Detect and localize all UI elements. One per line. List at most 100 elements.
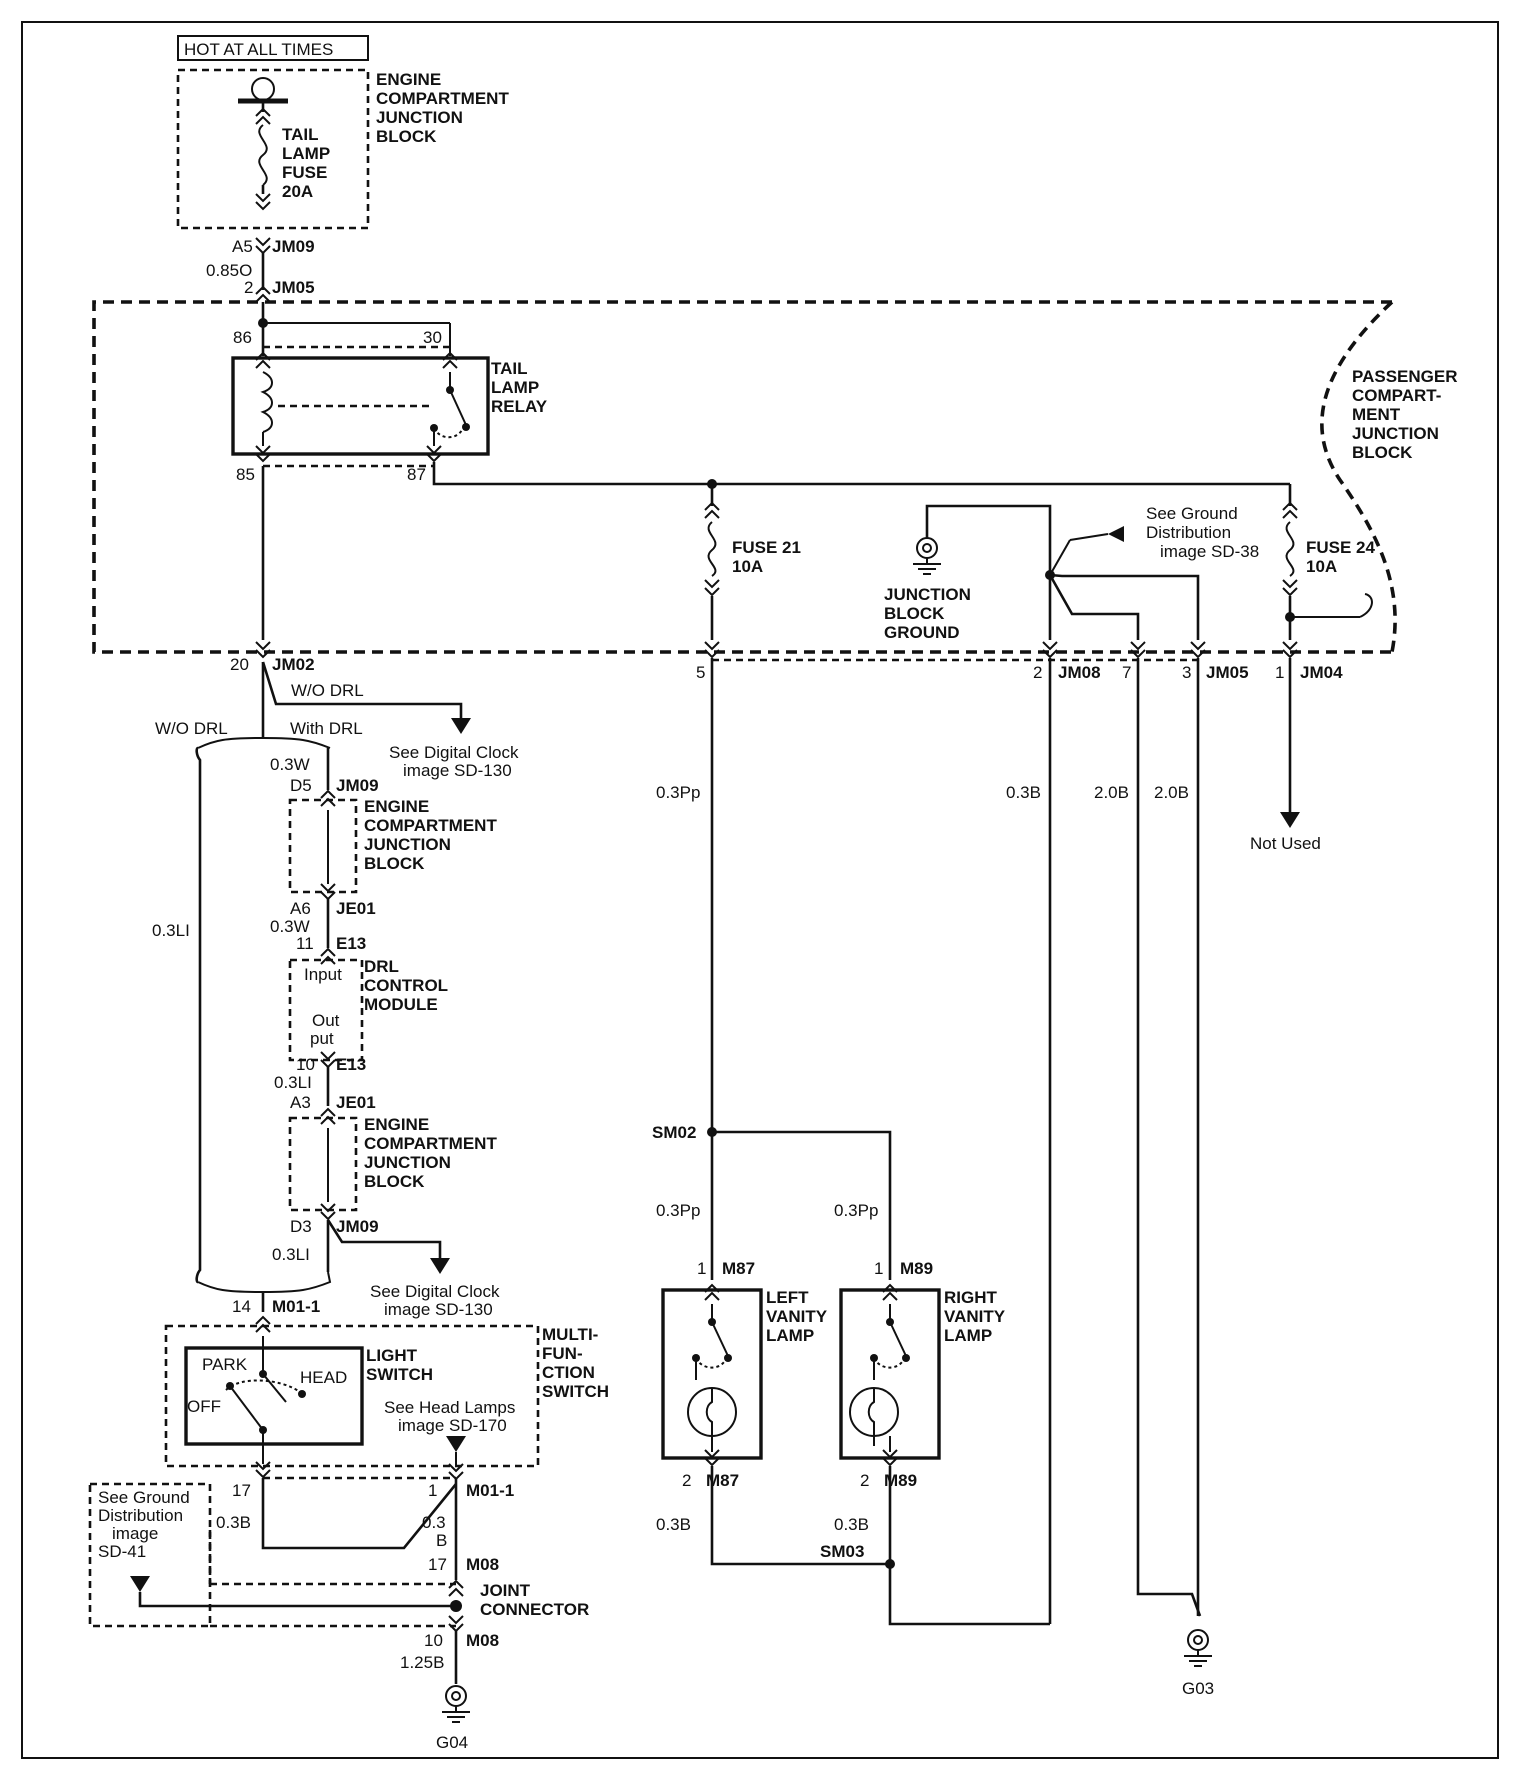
svg-text:image: image: [112, 1524, 158, 1543]
passenger-compartment-jb-boundary: [92, 300, 1397, 654]
wire-jb-ground: [925, 504, 1052, 640]
fuse-21-icon: [707, 521, 717, 577]
svg-text:FUSE 21: FUSE 21: [732, 538, 801, 557]
svg-text:See Digital Clock: See Digital Clock: [370, 1282, 500, 1301]
light-switch-label: LIGHT SWITCH: [366, 1346, 433, 1384]
connector-je01-a3: JE01: [336, 1093, 376, 1112]
svg-text:JOINT: JOINT: [480, 1581, 531, 1600]
fuse-21-label: FUSE 21 10A: [732, 538, 801, 576]
svg-text:JUNCTION: JUNCTION: [884, 585, 971, 604]
wire-03li-2: 0.3LI: [272, 1245, 310, 1264]
see-clock-note-1: See Digital Clock image SD-130: [389, 743, 519, 780]
pin-a6: A6: [290, 899, 311, 918]
engine-compartment-jb-top: [176, 68, 370, 230]
connector-e13-11: E13: [336, 934, 366, 953]
wire-03b-left-lamp: [710, 1466, 890, 1566]
switch-park-label: PARK: [202, 1355, 248, 1374]
connector-jm05-top: JM05: [272, 278, 315, 297]
pin-1-m87: 1: [697, 1259, 706, 1278]
pin-1-jm04: 1: [1275, 663, 1284, 682]
pin-17-sw: 17: [232, 1481, 251, 1500]
pin-86: 86: [233, 328, 252, 347]
connector-m87-2: M87: [706, 1471, 739, 1490]
ecjb-top-label: ENGINE COMPARTMENT JUNCTION BLOCK: [376, 70, 509, 146]
fuse-24-label: FUSE 24 10A: [1306, 538, 1376, 576]
svg-text:MENT: MENT: [1352, 405, 1401, 424]
wo-drl-branch-label: W/O DRL: [291, 681, 364, 700]
multi-function-switch-label: MULTI- FUN- CTION SWITCH: [542, 1325, 609, 1401]
drl-input-label: Input: [304, 965, 342, 984]
svg-text:COMPART-: COMPART-: [1352, 386, 1441, 405]
switch-contact-icon: [262, 1373, 287, 1403]
pin-30: 30: [423, 328, 442, 347]
svg-text:TAIL: TAIL: [491, 359, 528, 378]
switch-off-label: OFF: [187, 1397, 221, 1416]
svg-text:CONNECTOR: CONNECTOR: [480, 1600, 589, 1619]
connector-m011-top: M01-1: [272, 1297, 320, 1316]
wire-125b: 1.25B: [400, 1653, 444, 1672]
see-ground-41-box: [88, 1482, 212, 1628]
svg-text:FUSE 24: FUSE 24: [1306, 538, 1376, 557]
svg-text:VANITY: VANITY: [944, 1307, 1006, 1326]
svg-text:COMPARTMENT: COMPARTMENT: [376, 89, 509, 108]
ground-41-arrow-icon: [130, 1576, 150, 1592]
svg-text:image SD-170: image SD-170: [398, 1416, 507, 1435]
svg-text:10A: 10A: [1306, 557, 1337, 576]
wire-03pp-r: 0.3Pp: [834, 1201, 878, 1220]
not-used-arrow-icon: [1280, 812, 1300, 828]
connector-jm09-d3: JM09: [336, 1217, 379, 1236]
with-drl-label: With DRL: [290, 719, 363, 738]
wire-03li-1: 0.3LI: [274, 1073, 312, 1092]
g03-ground-icon: [1183, 1629, 1213, 1667]
fuse-24-icon: [1285, 521, 1295, 577]
drl-bracket-top: [197, 736, 331, 749]
svg-text:Distribution: Distribution: [98, 1506, 183, 1525]
wire-03li-left: 0.3LI: [152, 921, 190, 940]
pin-d5: D5: [290, 776, 312, 795]
svg-text:image SD-130: image SD-130: [384, 1300, 493, 1319]
tail-lamp-relay-label: TAIL LAMP RELAY: [491, 359, 548, 416]
svg-text:MODULE: MODULE: [364, 995, 438, 1014]
svg-text:LAMP: LAMP: [491, 378, 539, 397]
connector-m08-17: M08: [466, 1555, 499, 1574]
pin-14: 14: [232, 1297, 251, 1316]
ecjb-label-1: ENGINE COMPARTMENT JUNCTION BLOCK: [364, 797, 497, 873]
clock-arrow-1-icon: [451, 718, 471, 734]
relay-coil-icon: [260, 371, 273, 433]
tail-lamp-fuse-icon: [258, 124, 268, 186]
see-clock-note-2: See Digital Clock image SD-130: [370, 1282, 500, 1319]
see-ground-38-note: See Ground Distribution image SD-38: [1146, 504, 1259, 561]
svg-text:RELAY: RELAY: [491, 397, 548, 416]
right-vanity-lamp-label: RIGHT VANITY LAMP: [944, 1288, 1006, 1345]
sm03-label: SM03: [820, 1542, 864, 1561]
wire-03b-l: 0.3B: [656, 1515, 691, 1534]
svg-text:FUSE: FUSE: [282, 163, 327, 182]
wire-03b-sw: 0.3B: [216, 1513, 251, 1532]
joint-connector-label: JOINT CONNECTOR: [480, 1581, 589, 1619]
svg-text:See Head Lamps: See Head Lamps: [384, 1398, 515, 1417]
svg-text:See Ground: See Ground: [98, 1488, 190, 1507]
clock-arrow-2-icon: [430, 1258, 450, 1274]
svg-text:ENGINE: ENGINE: [364, 1115, 429, 1134]
connector-jm04: JM04: [1300, 663, 1343, 682]
page-border: [21, 21, 1499, 1759]
svg-text:CTION: CTION: [542, 1363, 595, 1382]
pin-2-m87: 2: [682, 1471, 691, 1490]
pin-5: 5: [696, 663, 705, 682]
svg-text:B: B: [436, 1531, 447, 1550]
connector-m89-1: M89: [900, 1259, 933, 1278]
connector-je01-a6: JE01: [336, 899, 376, 918]
svg-text:BLOCK: BLOCK: [364, 854, 425, 873]
battery-source-icon: [251, 77, 275, 101]
svg-text:JUNCTION: JUNCTION: [364, 1153, 451, 1172]
right-vanity-lamp: [839, 1284, 941, 1466]
wire-03pp-right: [712, 1130, 892, 1280]
svg-text:FUN-: FUN-: [542, 1344, 583, 1363]
svg-text:BLOCK: BLOCK: [1352, 443, 1413, 462]
connector-m011-bot: M01-1: [466, 1481, 514, 1500]
svg-text:MULTI-: MULTI-: [542, 1325, 598, 1344]
svg-text:See Digital Clock: See Digital Clock: [389, 743, 519, 762]
pin-7: 7: [1122, 663, 1131, 682]
wire-relay-87-bus: [432, 462, 1290, 486]
connector-m08-10: M08: [466, 1631, 499, 1650]
